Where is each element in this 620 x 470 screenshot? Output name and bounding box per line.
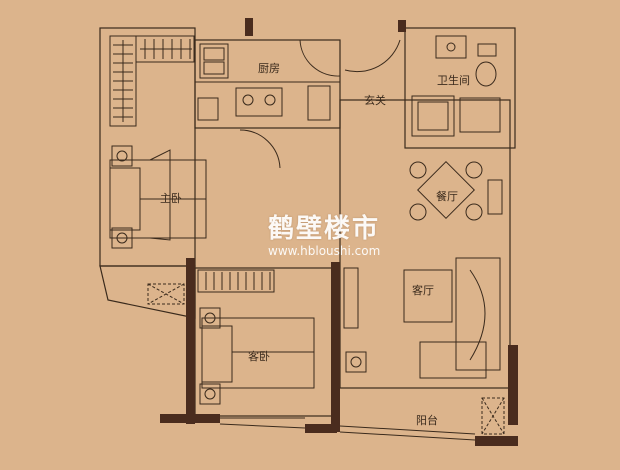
watermark-url: www.hbloushi.com — [268, 244, 381, 258]
label-bathroom: 卫生间 — [437, 74, 470, 87]
nightstands — [111, 145, 367, 405]
dining-table — [409, 161, 503, 221]
living-dining-outline — [339, 99, 511, 389]
kitchen-fixtures — [195, 43, 340, 121]
label-dining: 餐厅 — [436, 190, 458, 203]
wall-guest-left — [186, 258, 195, 424]
wall-kitchen-top — [245, 18, 253, 36]
bay-window-outline — [99, 265, 196, 319]
label-entrance: 玄关 — [364, 94, 386, 107]
entrance-door-arc — [344, 39, 401, 73]
wall-right — [508, 345, 518, 425]
kitchen-outline — [194, 39, 341, 129]
label-kitchen: 厨房 — [258, 62, 280, 75]
kitchen-door-arc — [299, 39, 341, 77]
bathroom-outline — [404, 27, 516, 149]
label-master-bedroom: 主卧 — [160, 192, 182, 205]
bathroom-fixtures — [411, 35, 501, 137]
master-bed — [109, 149, 207, 241]
living-furniture — [343, 257, 501, 379]
label-balcony: 阳台 — [416, 414, 438, 427]
label-guest-bedroom: 客卧 — [248, 350, 270, 363]
wardrobe-guest — [197, 269, 275, 293]
watermark-title: 鹤壁楼市 — [268, 214, 381, 244]
wall-guest-bottom-right — [305, 424, 337, 433]
wall-bottom-right — [475, 436, 518, 446]
wall-living-left — [331, 262, 340, 432]
wardrobe-master — [109, 35, 195, 127]
wall-bath-top — [398, 20, 406, 32]
guest-bed — [201, 317, 315, 389]
ac-marks — [147, 283, 505, 435]
wall-guest-bottom — [160, 414, 220, 423]
label-living: 客厅 — [412, 284, 434, 297]
master-door-arc — [239, 129, 281, 169]
